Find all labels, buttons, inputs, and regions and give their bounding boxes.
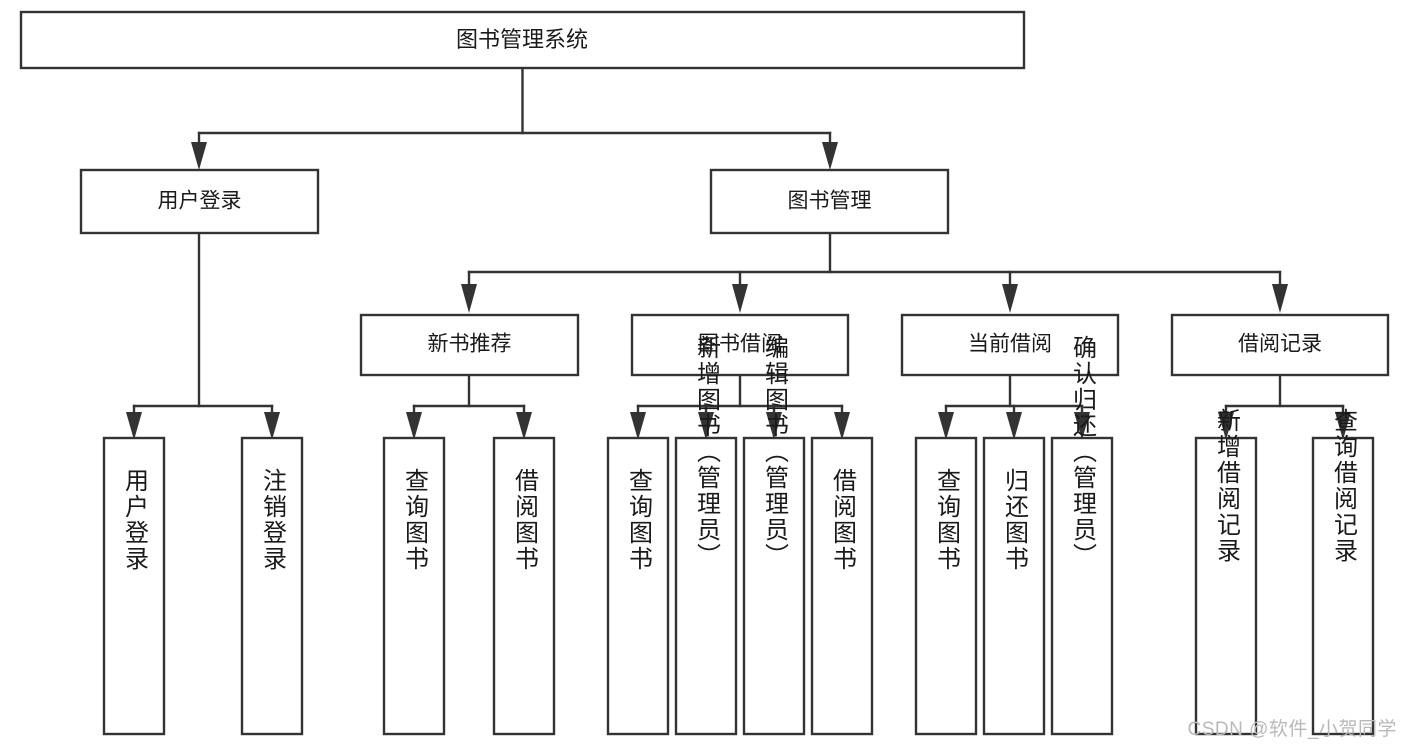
node-root[interactable]: 图书管理系统	[19, 10, 1026, 70]
node-leaf-return-book[interactable]: 归还图书	[982, 436, 1046, 736]
arrow-head-leaf-query-book-1	[406, 412, 422, 440]
node-leaf-confirm-return-box[interactable]	[1050, 436, 1114, 736]
node-leaf-query-book-3-label: 查询图书	[933, 468, 961, 572]
arrow-head-leaf-user-login	[126, 412, 142, 440]
node-leaf-query-book-1-label: 查询图书	[401, 468, 429, 572]
arrow-head-leaf-edit-book	[766, 412, 782, 440]
node-leaf-query-book-2[interactable]: 查询图书	[606, 436, 670, 736]
arrow-head-leaf-query-record	[1335, 412, 1351, 440]
node-leaf-add-record-label: 新增借阅记录	[1213, 408, 1241, 564]
node-leaf-edit-book[interactable]: 编辑图书（管理员）	[742, 335, 806, 736]
node-leaf-add-book[interactable]: 新增图书（管理员）	[674, 335, 738, 736]
node-leaf-borrow-book-2-box[interactable]	[810, 436, 874, 736]
node-new-book-recommend-label: 新书推荐	[428, 333, 512, 356]
arrow-head-leaf-add-book	[698, 412, 714, 440]
connector-group-new-book-recommend	[406, 373, 532, 440]
node-new-book-recommend[interactable]: 新书推荐	[359, 313, 580, 377]
arrow-head-leaf-confirm-return	[1074, 412, 1090, 440]
connector-group-borrow-record	[1218, 373, 1351, 440]
node-new-book-recommend-box[interactable]	[359, 313, 580, 377]
arrow-head-leaf-add-record	[1218, 412, 1234, 440]
node-leaf-query-book-2-box[interactable]	[606, 436, 670, 736]
node-leaf-logout[interactable]: 注销登录	[240, 436, 304, 736]
arrow-head-leaf-query-book-2	[630, 412, 646, 440]
node-book-borrow-label: 图书借阅	[698, 333, 782, 356]
node-current-borrow[interactable]: 当前借阅	[900, 313, 1120, 377]
node-leaf-user-login-label: 用户登录	[121, 468, 149, 572]
node-leaf-confirm-return-label: 确认归还（管理员）	[1069, 335, 1097, 569]
node-leaf-query-book-1-box[interactable]	[382, 436, 446, 736]
node-leaf-logout-label: 注销登录	[259, 468, 287, 572]
node-book-management[interactable]: 图书管理	[709, 168, 950, 235]
arrow-head-book-borrow	[732, 284, 748, 313]
node-leaf-borrow-book-1[interactable]: 借阅图书	[492, 436, 556, 736]
node-user-login-box[interactable]	[79, 168, 320, 235]
node-root-box[interactable]	[19, 10, 1026, 70]
node-leaf-return-book-box[interactable]	[982, 436, 1046, 736]
arrow-head-leaf-query-book-3	[938, 412, 954, 440]
node-leaf-confirm-return[interactable]: 确认归还（管理员）	[1050, 335, 1114, 736]
arrow-head-current-borrow	[1002, 284, 1018, 313]
node-leaf-add-book-box[interactable]	[674, 436, 738, 736]
node-book-management-box[interactable]	[709, 168, 950, 235]
node-borrow-record[interactable]: 借阅记录	[1170, 313, 1390, 377]
node-leaf-user-login[interactable]: 用户登录	[102, 436, 166, 736]
connector-group-book-borrow	[630, 373, 850, 440]
node-book-management-label: 图书管理	[788, 190, 872, 213]
node-borrow-record-box[interactable]	[1170, 313, 1390, 377]
node-leaf-add-book-label: 新增图书（管理员）	[693, 335, 721, 569]
node-borrow-record-label: 借阅记录	[1238, 333, 1322, 356]
connector-group-current-borrow	[938, 373, 1090, 440]
node-leaf-borrow-book-1-box[interactable]	[492, 436, 556, 736]
connector-group-user-login	[126, 231, 280, 440]
node-leaf-add-record[interactable]: 新增借阅记录	[1194, 408, 1258, 736]
arrow-head-borrow-record	[1272, 284, 1288, 313]
node-book-borrow-box[interactable]	[630, 313, 850, 377]
node-leaf-query-record[interactable]: 查询借阅记录	[1311, 408, 1375, 736]
node-leaf-return-book-label: 归还图书	[1001, 468, 1029, 572]
connector-group-book-management	[461, 231, 1288, 313]
node-leaf-add-record-box[interactable]	[1194, 436, 1258, 736]
node-book-borrow[interactable]: 图书借阅	[630, 313, 850, 377]
node-leaf-edit-book-label: 编辑图书（管理员）	[761, 335, 789, 569]
arrow-head-leaf-borrow-book-1	[516, 412, 532, 440]
node-leaf-query-book-3-box[interactable]	[914, 436, 978, 736]
connector-group-root	[191, 66, 838, 170]
node-leaf-borrow-book-2-label: 借阅图书	[829, 468, 857, 572]
node-leaf-query-record-label: 查询借阅记录	[1330, 408, 1358, 564]
node-leaf-query-record-box[interactable]	[1311, 436, 1375, 736]
node-user-login-label: 用户登录	[158, 190, 242, 213]
node-leaf-borrow-book-1-label: 借阅图书	[511, 468, 539, 572]
node-leaf-logout-box[interactable]	[240, 436, 304, 736]
arrow-head-book-management	[822, 142, 838, 170]
node-root-label: 图书管理系统	[456, 27, 588, 52]
node-leaf-query-book-1[interactable]: 查询图书	[382, 436, 446, 736]
node-leaf-user-login-box[interactable]	[102, 436, 166, 736]
node-leaf-borrow-book-2[interactable]: 借阅图书	[810, 436, 874, 736]
arrow-head-user-login	[191, 142, 207, 170]
node-leaf-edit-book-box[interactable]	[742, 436, 806, 736]
node-current-borrow-box[interactable]	[900, 313, 1120, 377]
node-leaf-query-book-2-label: 查询图书	[625, 468, 653, 572]
node-user-login[interactable]: 用户登录	[79, 168, 320, 235]
arrow-head-leaf-return-book	[1006, 412, 1022, 440]
arrow-head-leaf-borrow-book-2	[834, 412, 850, 440]
arrow-head-new-book-recommend	[461, 284, 477, 313]
node-current-borrow-label: 当前借阅	[968, 333, 1052, 356]
node-leaf-query-book-3[interactable]: 查询图书	[914, 436, 978, 736]
arrow-head-leaf-logout	[264, 412, 280, 440]
